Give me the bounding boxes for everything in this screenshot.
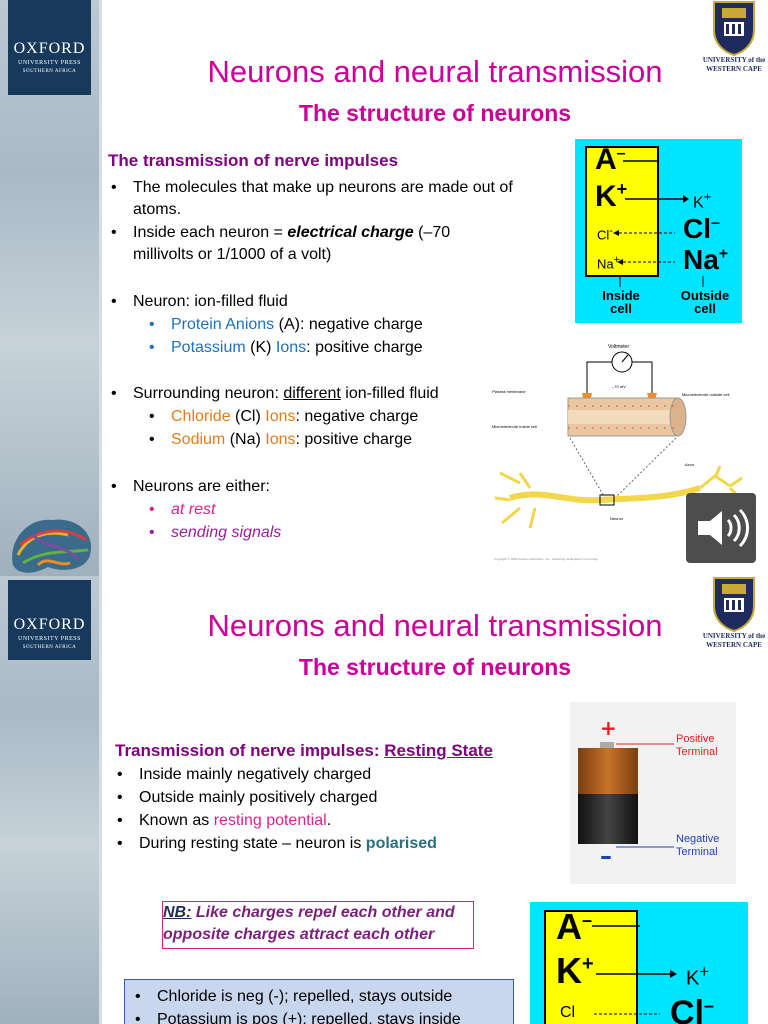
bullet-neurons-either: •Neurons are either: [111,478,270,495]
inside-cell-box [585,146,659,277]
uwc-logo: UNIVERSITY of the WESTERN CAPE [700,0,768,74]
ion-anion: A [595,143,617,176]
uwc-name-1: UNIVERSITY of the [702,632,766,640]
plasma-membrane-label: Plasma membrane [492,389,526,394]
sidebar-panel [0,0,99,576]
ion-chloride-small: Cl [597,227,610,243]
slide-subtitle: The structure of neurons [298,100,572,126]
microelectrode-inside-label: Microelectrode inside cell [492,424,537,429]
voltmeter-label: Voltmeter [608,344,629,350]
slide-1: OXFORD UNIVERSITY PRESS SOUTHERN AFRICA … [0,0,768,576]
plus-sign: + [600,716,617,740]
box-bullet-potassium: •Potassium is pos (+): repelled, stays i… [135,1011,461,1024]
sub-bullet-potassium: •Potassium (K) Ions: positive charge [149,339,423,356]
outside-cell-label: Outside [680,288,730,303]
ion-arrows [613,160,704,287]
audio-button[interactable] [686,493,756,563]
neuron-voltmeter-diagram: Voltmeter –70 mV Plasma membrane Microel… [492,344,743,561]
copyright-text: Copyright © 2004 Pearson Education, Inc.… [494,557,599,561]
bullet-resting-potential: •Known as resting potential. [117,812,332,829]
bullet-electrical-charge: •Inside each neuron = electrical charge … [111,224,451,263]
sidebar-divider [99,0,102,576]
section-heading: The transmission of nerve impulses [108,151,399,170]
sub-bullet-sending: •sending signals [149,524,282,541]
bullet-surrounding: •Surrounding neuron: different ion-fille… [111,385,439,402]
ion-chloride-big: Cl [670,994,704,1024]
ion-potassium-outside: K [693,194,704,212]
speaker-icon [698,508,749,548]
axon-label: Axon [685,462,694,467]
oxford-logo: OXFORD UNIVERSITY PRESS SOUTHERN AFRICA [8,580,91,660]
crest-icon [713,1,755,56]
minus-sign: – [600,842,612,870]
info-box: •Chloride is neg (-); repelled, stays ou… [124,979,514,1024]
ion-sodium-big: Na [683,244,719,275]
ion-distribution-image: A– K+ Cl K+ Cl– [530,902,748,1024]
brain-illustration [12,519,92,573]
microelectrode-outside-label: Microelectrode outside cell [682,392,729,397]
battery-top [578,748,638,794]
sub-bullet-sodium: •Sodium (Na) Ions: positive charge [149,431,413,448]
slide-2: OXFORD UNIVERSITY PRESS SOUTHERN AFRICA … [0,576,768,1024]
ion-sodium-small: Na [597,256,614,272]
oxford-logo: OXFORD UNIVERSITY PRESS SOUTHERN AFRICA [8,0,91,95]
slide-title: Neurons and neural transmission [207,54,663,89]
nb-note-box: NB: Like charges repel each other and op… [162,901,474,949]
neuron-label: Neuron [610,516,623,521]
ion-chloride-small: Cl [560,1004,576,1021]
bullet-inside-negative: •Inside mainly negatively charged [117,766,372,783]
uwc-name-1: UNIVERSITY of the [702,56,766,64]
ion-potassium: K [556,950,582,991]
ion-chloride-big: Cl [683,213,711,244]
ion-anion: A [556,906,582,947]
bullet-outside-positive: •Outside mainly positively charged [117,789,378,806]
bullet-ion-fluid: •Neuron: ion-filled fluid [111,293,288,310]
bullet-molecules: •The molecules that make up neurons are … [111,179,513,218]
box-bullet-chloride: •Chloride is neg (-); repelled, stays ou… [135,988,453,1005]
ion-arrows [592,925,677,1015]
sub-bullet-chloride: •Chloride (Cl) Ions: negative charge [149,408,419,425]
sub-bullet-protein-anions: •Protein Anions (A): negative charge [149,316,423,333]
slide-title: Neurons and neural transmission [207,608,663,643]
battery-bottom [578,794,638,844]
ion-potassium: K [595,180,617,213]
bullet-polarised: •During resting state – neuron is polari… [117,835,437,852]
inside-cell-label: Inside [602,288,640,303]
slide-subtitle: The structure of neurons [298,654,572,680]
uwc-logo: UNIVERSITY of the WESTERN CAPE [700,576,768,650]
ion-potassium-outside: K [686,967,700,990]
crest-icon [713,577,755,632]
uwc-name-2: WESTERN CAPE [706,65,762,73]
mv-label: –70 mV [612,384,626,389]
battery-lines [616,743,674,848]
sub-bullet-at-rest: •at rest [149,501,216,518]
section-heading: Transmission of nerve impulses: Resting … [115,741,493,760]
uwc-name-2: WESTERN CAPE [706,641,762,649]
inside-cell-box [544,910,638,1024]
sidebar-divider [99,576,102,1024]
